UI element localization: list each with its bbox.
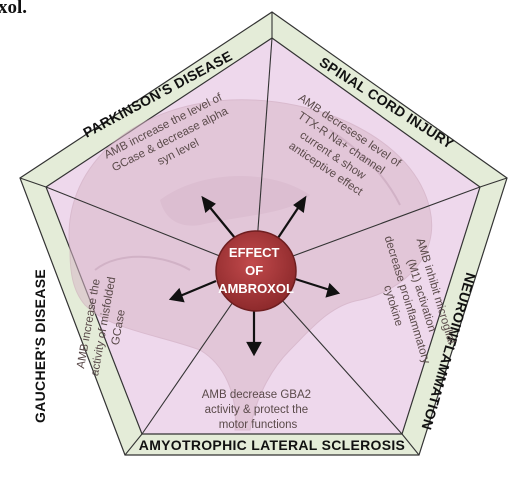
arrow-parkinsons-head bbox=[201, 195, 216, 214]
center-line-3: AMBROXOL bbox=[218, 281, 294, 296]
label-gaucher: GAUCHER'S DISEASE bbox=[32, 269, 48, 423]
arrow-gaucher bbox=[179, 279, 217, 298]
arrow-parkinsons bbox=[207, 204, 236, 239]
arrow-spinal bbox=[277, 204, 301, 239]
text-als: AMB decrease GBA2 activity & protect the… bbox=[202, 389, 315, 431]
band-dividers bbox=[19, 12, 508, 456]
center-line-1: EFFECT bbox=[229, 245, 280, 260]
label-als: AMYOTROPHIC LATERAL SCLEROSIS bbox=[139, 437, 405, 453]
center-circle bbox=[215, 230, 297, 312]
arrow-spinal-head bbox=[293, 195, 307, 213]
arrow-neuro bbox=[291, 276, 331, 292]
arrow-neuro-head bbox=[325, 282, 341, 298]
arrow-gaucher-head bbox=[168, 287, 185, 303]
effect-arrows bbox=[168, 195, 341, 357]
center-label: EFFECT OF AMBROXOL bbox=[218, 245, 294, 296]
arrow-als-head bbox=[246, 341, 262, 357]
header-title: xol. bbox=[0, 0, 27, 18]
center-line-2: OF bbox=[245, 263, 263, 278]
